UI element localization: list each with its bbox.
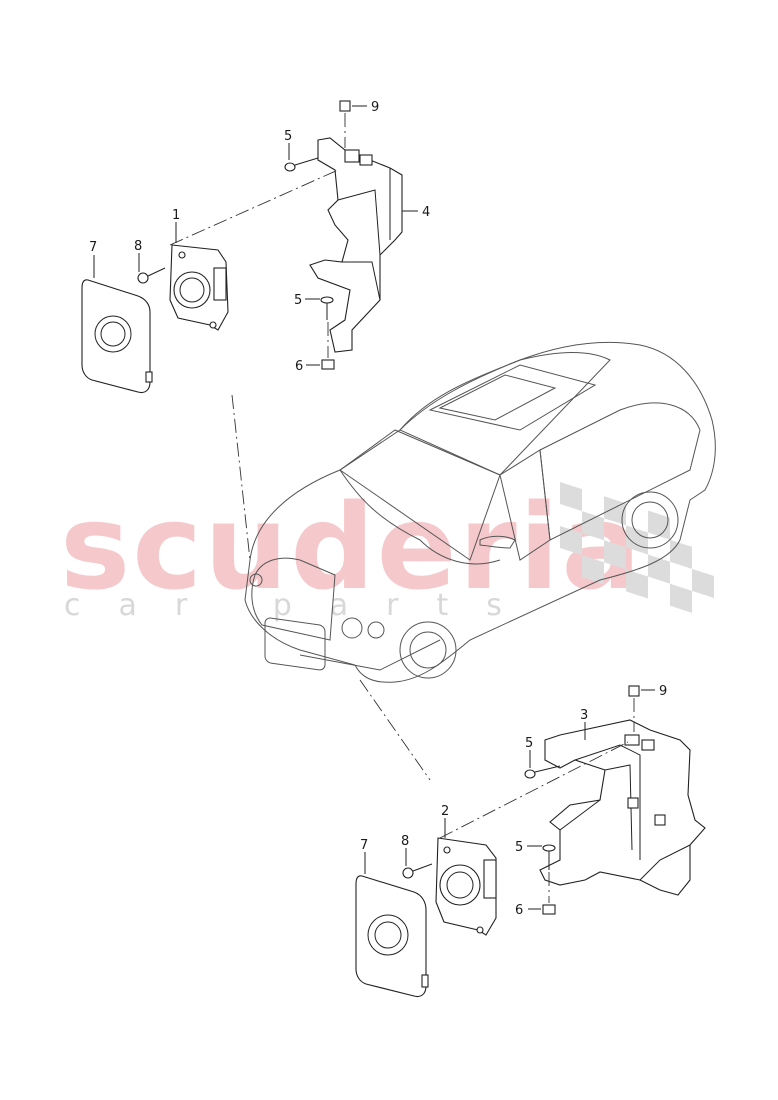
callout-bottom-9: 9 [659, 684, 667, 699]
callout-bottom-5b: 5 [515, 840, 523, 855]
callout-top-1: 1 [172, 208, 180, 223]
screw-part-8 [137, 267, 166, 284]
checkered-flag-watermark [560, 481, 714, 613]
bracket-part-4 [309, 137, 403, 353]
callout-bottom-8: 8 [401, 834, 409, 849]
clip-part-9 [339, 100, 351, 112]
screw-part-5b [320, 296, 334, 320]
screw-part-5c [524, 765, 561, 779]
nut-part-6 [321, 359, 335, 370]
callout-bottom-3: 3 [580, 708, 588, 723]
bracket-part-3 [539, 719, 706, 896]
screw-part-5a [284, 157, 319, 172]
radar-sensor-part-2 [435, 837, 497, 936]
callout-top-4: 4 [422, 205, 430, 220]
watermark-subtitle: car parts [64, 588, 540, 623]
callout-bottom-6: 6 [515, 903, 523, 918]
radar-sensor-part-1 [169, 244, 229, 331]
top-assembly: 9 5 4 1 7 8 5 6 [81, 100, 430, 561]
callout-top-8: 8 [134, 239, 142, 254]
screw-part-8b [402, 863, 433, 879]
callout-bottom-2: 2 [441, 804, 449, 819]
callout-bottom-5a: 5 [525, 736, 533, 751]
screw-part-5d [542, 844, 556, 870]
callout-top-5a: 5 [284, 129, 292, 144]
watermark-logo: scuderia [60, 478, 643, 616]
callout-top-9: 9 [371, 100, 379, 115]
trim-cover-part-7 [81, 279, 153, 394]
callout-top-5b: 5 [294, 293, 302, 308]
vehicle-outline [244, 341, 716, 683]
bottom-assembly: 9 3 5 2 7 8 5 6 [355, 679, 706, 998]
callout-top-6: 6 [295, 359, 303, 374]
trim-cover-part-7b [355, 875, 429, 998]
callout-top-7: 7 [89, 240, 97, 255]
callout-bottom-7: 7 [360, 838, 368, 853]
nut-part-6b [542, 904, 556, 915]
clip-part-9b [628, 685, 640, 697]
